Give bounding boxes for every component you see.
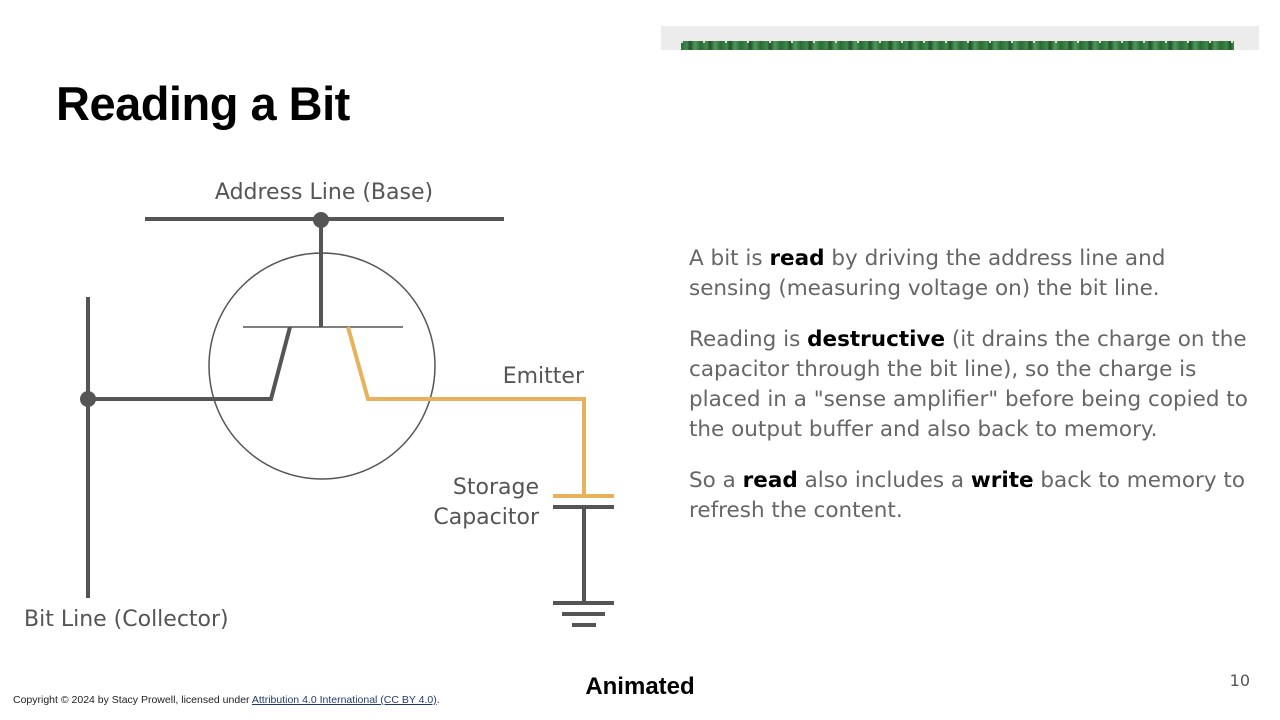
emitter-label: Emitter bbox=[503, 364, 585, 389]
emphasis-read-2: read bbox=[742, 468, 798, 493]
page-number: 10 bbox=[1229, 671, 1250, 690]
emphasis-destructive: destructive bbox=[807, 327, 946, 352]
emitter-wire bbox=[346, 326, 586, 494]
address-line-label: Address Line (Base) bbox=[215, 180, 433, 205]
animated-label: Animated bbox=[585, 673, 695, 700]
explanation-text: A bit is read by driving the address lin… bbox=[689, 244, 1249, 547]
slide-title: Reading a Bit bbox=[56, 77, 350, 130]
license-link[interactable]: Attribution 4.0 International (CC BY 4.0… bbox=[251, 694, 437, 706]
bit-line-label: Bit Line (Collector) bbox=[24, 607, 229, 632]
bit-line-junction bbox=[80, 391, 96, 407]
paragraph-refresh: So a read also includes a write back to … bbox=[689, 468, 1246, 523]
copyright-notice: Copyright © 2024 by Stacy Prowell, licen… bbox=[13, 694, 440, 706]
storage-capacitor-label-line1: Storage bbox=[453, 475, 539, 500]
emphasis-write: write bbox=[970, 468, 1034, 493]
collector-wire bbox=[88, 326, 292, 401]
paragraph-read: A bit is read by driving the address lin… bbox=[689, 246, 1166, 301]
circuit-board-strip bbox=[681, 41, 1234, 50]
emphasis-read: read bbox=[769, 246, 825, 271]
storage-capacitor-label-line2: Capacitor bbox=[433, 505, 540, 530]
paragraph-destructive: Reading is destructive (it drains the ch… bbox=[689, 327, 1248, 442]
transistor-outline bbox=[208, 252, 436, 480]
dram-cell-diagram: Address Line (Base) Emitter Storage Capa… bbox=[24, 180, 614, 632]
circuit-board-image bbox=[661, 26, 1259, 50]
